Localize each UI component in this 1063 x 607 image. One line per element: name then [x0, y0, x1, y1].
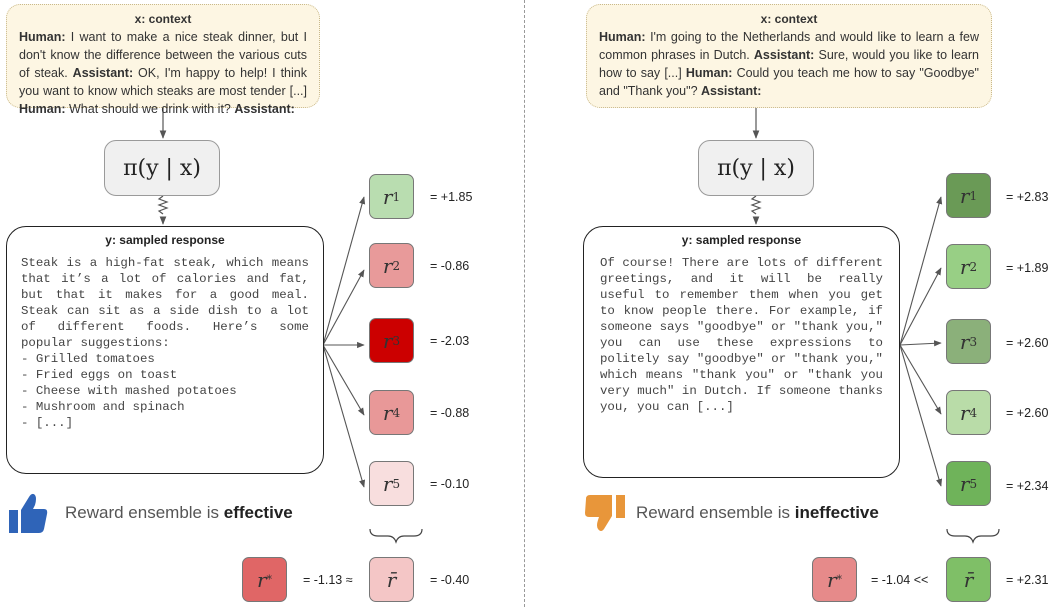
speaker-label: Assistant: [753, 48, 815, 62]
mean-reward-value: = -0.40 [430, 573, 470, 587]
brace-left [369, 528, 423, 544]
mean-reward-box-left: r̄ [369, 557, 414, 602]
reward-value: = +2.60 [1006, 336, 1049, 350]
true-reward-value: = -1.04 << [871, 573, 929, 587]
speaker-label: Assistant: [72, 66, 134, 80]
policy-box-right: π(y | x) [698, 140, 814, 196]
context-title: x: context [134, 12, 192, 26]
arrow-to-r5-left [322, 344, 366, 488]
list-item: - Fried eggs on toast [21, 368, 178, 382]
list-item: - Mushroom and spinach [21, 400, 185, 414]
turn-text: What should we drink with it? [65, 102, 235, 116]
reward-value: = +2.34 [1006, 479, 1049, 493]
response-title: y: sampled response [105, 233, 225, 247]
speaker-label: Human: [599, 30, 646, 44]
arrow-to-r1-right [899, 196, 943, 346]
reward-value: = +2.83 [1006, 190, 1049, 204]
context-text: Human: I want to make a nice steak dinne… [19, 28, 307, 118]
policy-box-left: π(y | x) [104, 140, 220, 196]
speaker-label: Assistant: [701, 84, 762, 98]
reward-value: = +1.89 [1006, 261, 1049, 275]
reward-value: = -0.10 [430, 477, 470, 491]
speaker-label: Human: [19, 30, 66, 44]
arrow-to-r3-right [899, 340, 942, 347]
response-list: - Grilled tomatoes - Fried eggs on toast… [21, 351, 309, 431]
reward-value: = -0.86 [430, 259, 470, 273]
context-box-left: x: context Human: I want to make a nice … [6, 4, 320, 116]
arrow-to-r5-right [899, 344, 943, 487]
list-item: - Grilled tomatoes [21, 352, 155, 366]
response-text: Of course! There are lots of different g… [600, 256, 883, 414]
arrow-to-r2-right [899, 267, 942, 346]
thumbs-down-icon [585, 495, 625, 531]
reward-value: = -0.88 [430, 406, 470, 420]
policy-label: π(y | x) [123, 155, 201, 181]
response-text: Steak is a high-fat steak, which means t… [21, 256, 309, 350]
turn-text: I'm going to the Netherlands and would l… [599, 30, 979, 62]
true-reward-box-right: r* [812, 557, 857, 602]
reward-value: = +1.85 [430, 190, 473, 204]
context-text: Human: I'm going to the Netherlands and … [599, 28, 979, 100]
list-item: - [...] [21, 416, 74, 430]
arrow-to-r2-left [322, 269, 365, 346]
verdict-text-right: Reward ensemble is ineffective [636, 503, 879, 522]
brace-right [946, 528, 1000, 544]
list-item: - Cheese with mashed potatoes [21, 384, 237, 398]
turn-text: I want to make a nice steak dinner, but … [19, 30, 307, 80]
true-reward-value: = -1.13 ≈ [303, 573, 353, 587]
squiggle-sample-right [750, 195, 762, 215]
true-reward-box-left: r* [242, 557, 287, 602]
policy-label: π(y | x) [717, 155, 795, 181]
response-box-left: y: sampled response Steak is a high-fat … [6, 226, 324, 474]
response-box-right: y: sampled response Of course! There are… [583, 226, 900, 478]
response-title: y: sampled response [681, 233, 802, 247]
turn-text: Sure, would you like to learn how to say… [599, 48, 979, 80]
arrow-to-r4-right [899, 344, 942, 415]
mean-reward-box-right: r̄ [946, 557, 991, 602]
turn-text: Could you teach me how to say "Goodbye" … [599, 66, 979, 98]
arrow-to-r1-left [322, 196, 366, 346]
context-box-right: x: context Human: I'm going to the Nethe… [586, 4, 992, 108]
thumbs-up-icon [9, 493, 48, 533]
speaker-label: Assistant: [234, 102, 295, 116]
reward-value: = +2.60 [1006, 406, 1049, 420]
context-title: x: context [760, 12, 818, 26]
squiggle-sample-left [157, 195, 169, 215]
turn-text: OK, I'm happy to help! I think you want … [19, 66, 307, 98]
speaker-label: Human: [19, 102, 66, 116]
mean-reward-value: = +2.31 [1006, 573, 1049, 587]
speaker-label: Human: [685, 66, 733, 80]
verdict-text-left: Reward ensemble is effective [65, 503, 293, 522]
arrow-to-r4-left [322, 344, 365, 416]
panel-divider [524, 0, 525, 607]
reward-value: = -2.03 [430, 334, 470, 348]
